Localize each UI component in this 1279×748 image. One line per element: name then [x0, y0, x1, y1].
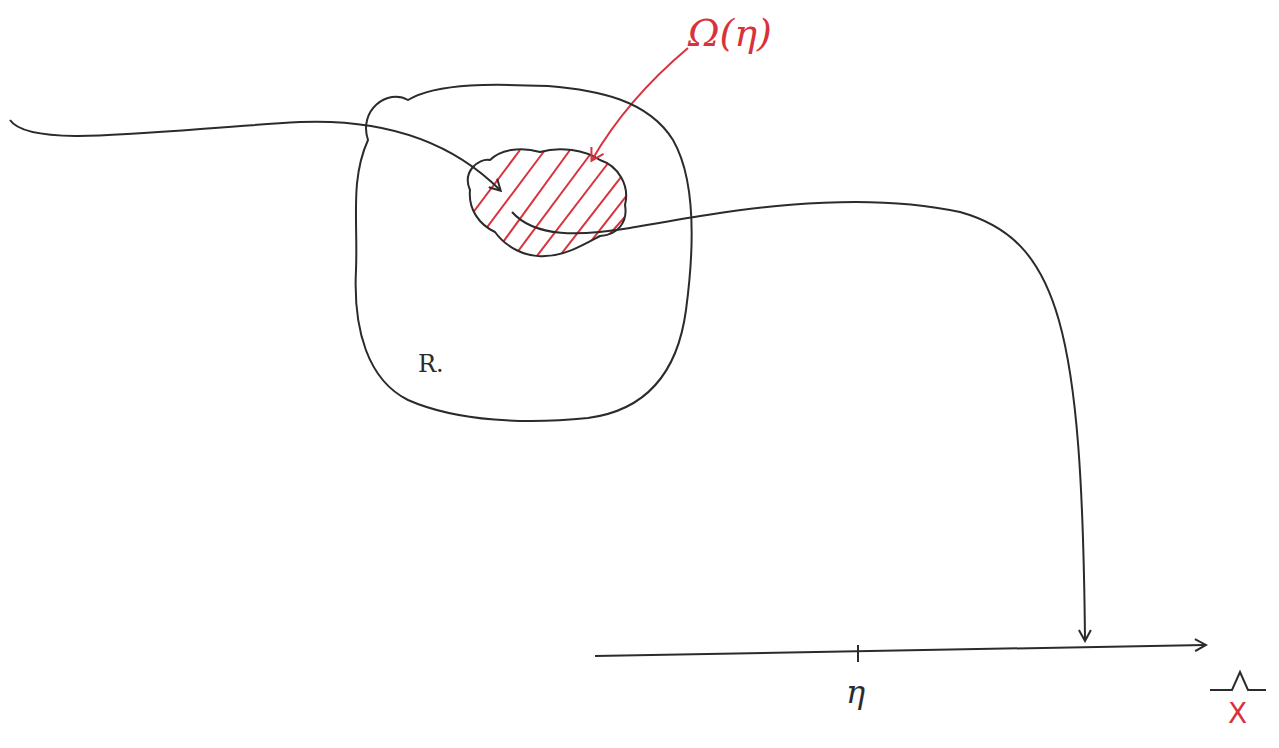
region-node: R.: [348, 80, 698, 425]
inner-region: [468, 149, 626, 256]
axis-label: X: [1228, 700, 1247, 728]
leader-arrow: [592, 48, 688, 160]
incoming-curve: [10, 120, 500, 190]
axis: [595, 645, 1205, 656]
region-outline-path: [356, 85, 692, 421]
axis-tick-label: η: [846, 676, 865, 708]
region-outline: [348, 80, 698, 425]
pulse-symbol: [1210, 672, 1266, 690]
mapping-curve: [512, 202, 1085, 640]
region-label: Ω(η): [688, 14, 772, 52]
hatching: [460, 150, 640, 265]
region-name: R.: [418, 352, 444, 376]
axis-tick: [857, 645, 859, 662]
